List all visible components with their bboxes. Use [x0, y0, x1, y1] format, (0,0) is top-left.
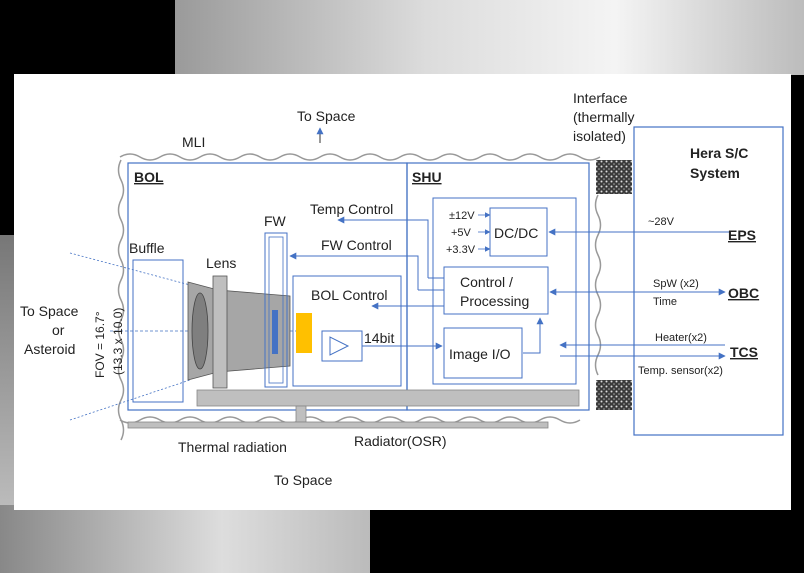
buffle-label: Buffle	[129, 240, 165, 256]
eps-label: EPS	[728, 227, 756, 243]
fw-outer	[264, 232, 288, 388]
mli-line	[119, 153, 601, 161]
to-space-left-2: or	[52, 322, 65, 338]
shu-label: SHU	[412, 169, 442, 185]
fw-control-line	[289, 252, 419, 290]
fov-line-upper	[69, 252, 191, 286]
temp-sensor-label: Temp. sensor(x2)	[638, 365, 723, 377]
detector	[296, 313, 312, 353]
buffle-rect	[132, 259, 184, 403]
base-plate	[196, 389, 580, 407]
obc-label: OBC	[728, 285, 759, 301]
control-label-2: Processing	[460, 293, 529, 309]
to-space-bottom-label: To Space	[274, 472, 333, 488]
hera-title-2: System	[690, 165, 740, 181]
to-space-top-label: To Space	[297, 108, 356, 124]
amplifier-icon	[329, 336, 350, 356]
hera-title-1: Hera S/C	[690, 145, 748, 161]
mli-label: MLI	[182, 134, 205, 150]
interface-label-2: (thermally	[573, 109, 634, 125]
hera-system-box	[633, 126, 784, 436]
radiator	[127, 421, 549, 429]
to-space-left-3: Asteroid	[24, 341, 75, 357]
interface-block-top	[596, 160, 632, 194]
temp-control-line	[337, 216, 429, 278]
time-label: Time	[653, 296, 677, 308]
radiator-post	[295, 405, 307, 423]
background-gray-top	[175, 0, 804, 75]
io-to-control-line	[523, 317, 544, 354]
v33-label: +3.3V	[446, 244, 476, 256]
bit14-label: 14bit	[364, 330, 394, 346]
mli-bottom-wave	[119, 416, 581, 424]
temp-control-label: Temp Control	[310, 201, 393, 217]
interface-label-1: Interface	[573, 90, 628, 106]
mli-right-wave	[594, 194, 602, 376]
v5-label: +5V	[451, 227, 472, 239]
bol-control-box	[292, 275, 402, 387]
lens-label: Lens	[206, 255, 236, 271]
tcs-label: TCS	[730, 344, 758, 360]
heater-label: Heater(x2)	[655, 332, 707, 344]
lens-mount	[212, 275, 228, 389]
v12-label: ±12V	[449, 210, 475, 222]
interface-label-3: isolated)	[573, 128, 626, 144]
spw-label: SpW (x2)	[653, 278, 699, 290]
image-io-box	[443, 327, 523, 379]
fw-inner	[268, 236, 284, 384]
background-gray-bottom	[0, 505, 370, 573]
fov-line-lower	[69, 379, 191, 421]
fw-filter	[272, 310, 278, 354]
control-label-1: Control /	[460, 274, 513, 290]
lens-element	[191, 292, 209, 370]
interface-block-bottom	[596, 380, 632, 410]
bol-control-label: BOL Control	[311, 287, 388, 303]
amplifier-box	[321, 330, 363, 362]
bol-label: BOL	[134, 169, 164, 185]
image-io-label: Image I/O	[449, 346, 511, 362]
fov-label-1: FOV = 16.7°	[93, 311, 107, 378]
fw-label: FW	[264, 213, 287, 229]
mli-left-wave	[117, 159, 125, 441]
to-space-left-1: To Space	[20, 303, 79, 319]
thermal-label: Thermal radiation	[178, 439, 287, 455]
dcdc-label: DC/DC	[494, 225, 538, 241]
radiator-label: Radiator(OSR)	[354, 433, 447, 449]
shu-box	[406, 162, 590, 411]
fw-control-label: FW Control	[321, 237, 392, 253]
fov-label-2: (13.3 x 10.0)	[111, 308, 125, 375]
v28-label: ~28V	[648, 216, 675, 228]
